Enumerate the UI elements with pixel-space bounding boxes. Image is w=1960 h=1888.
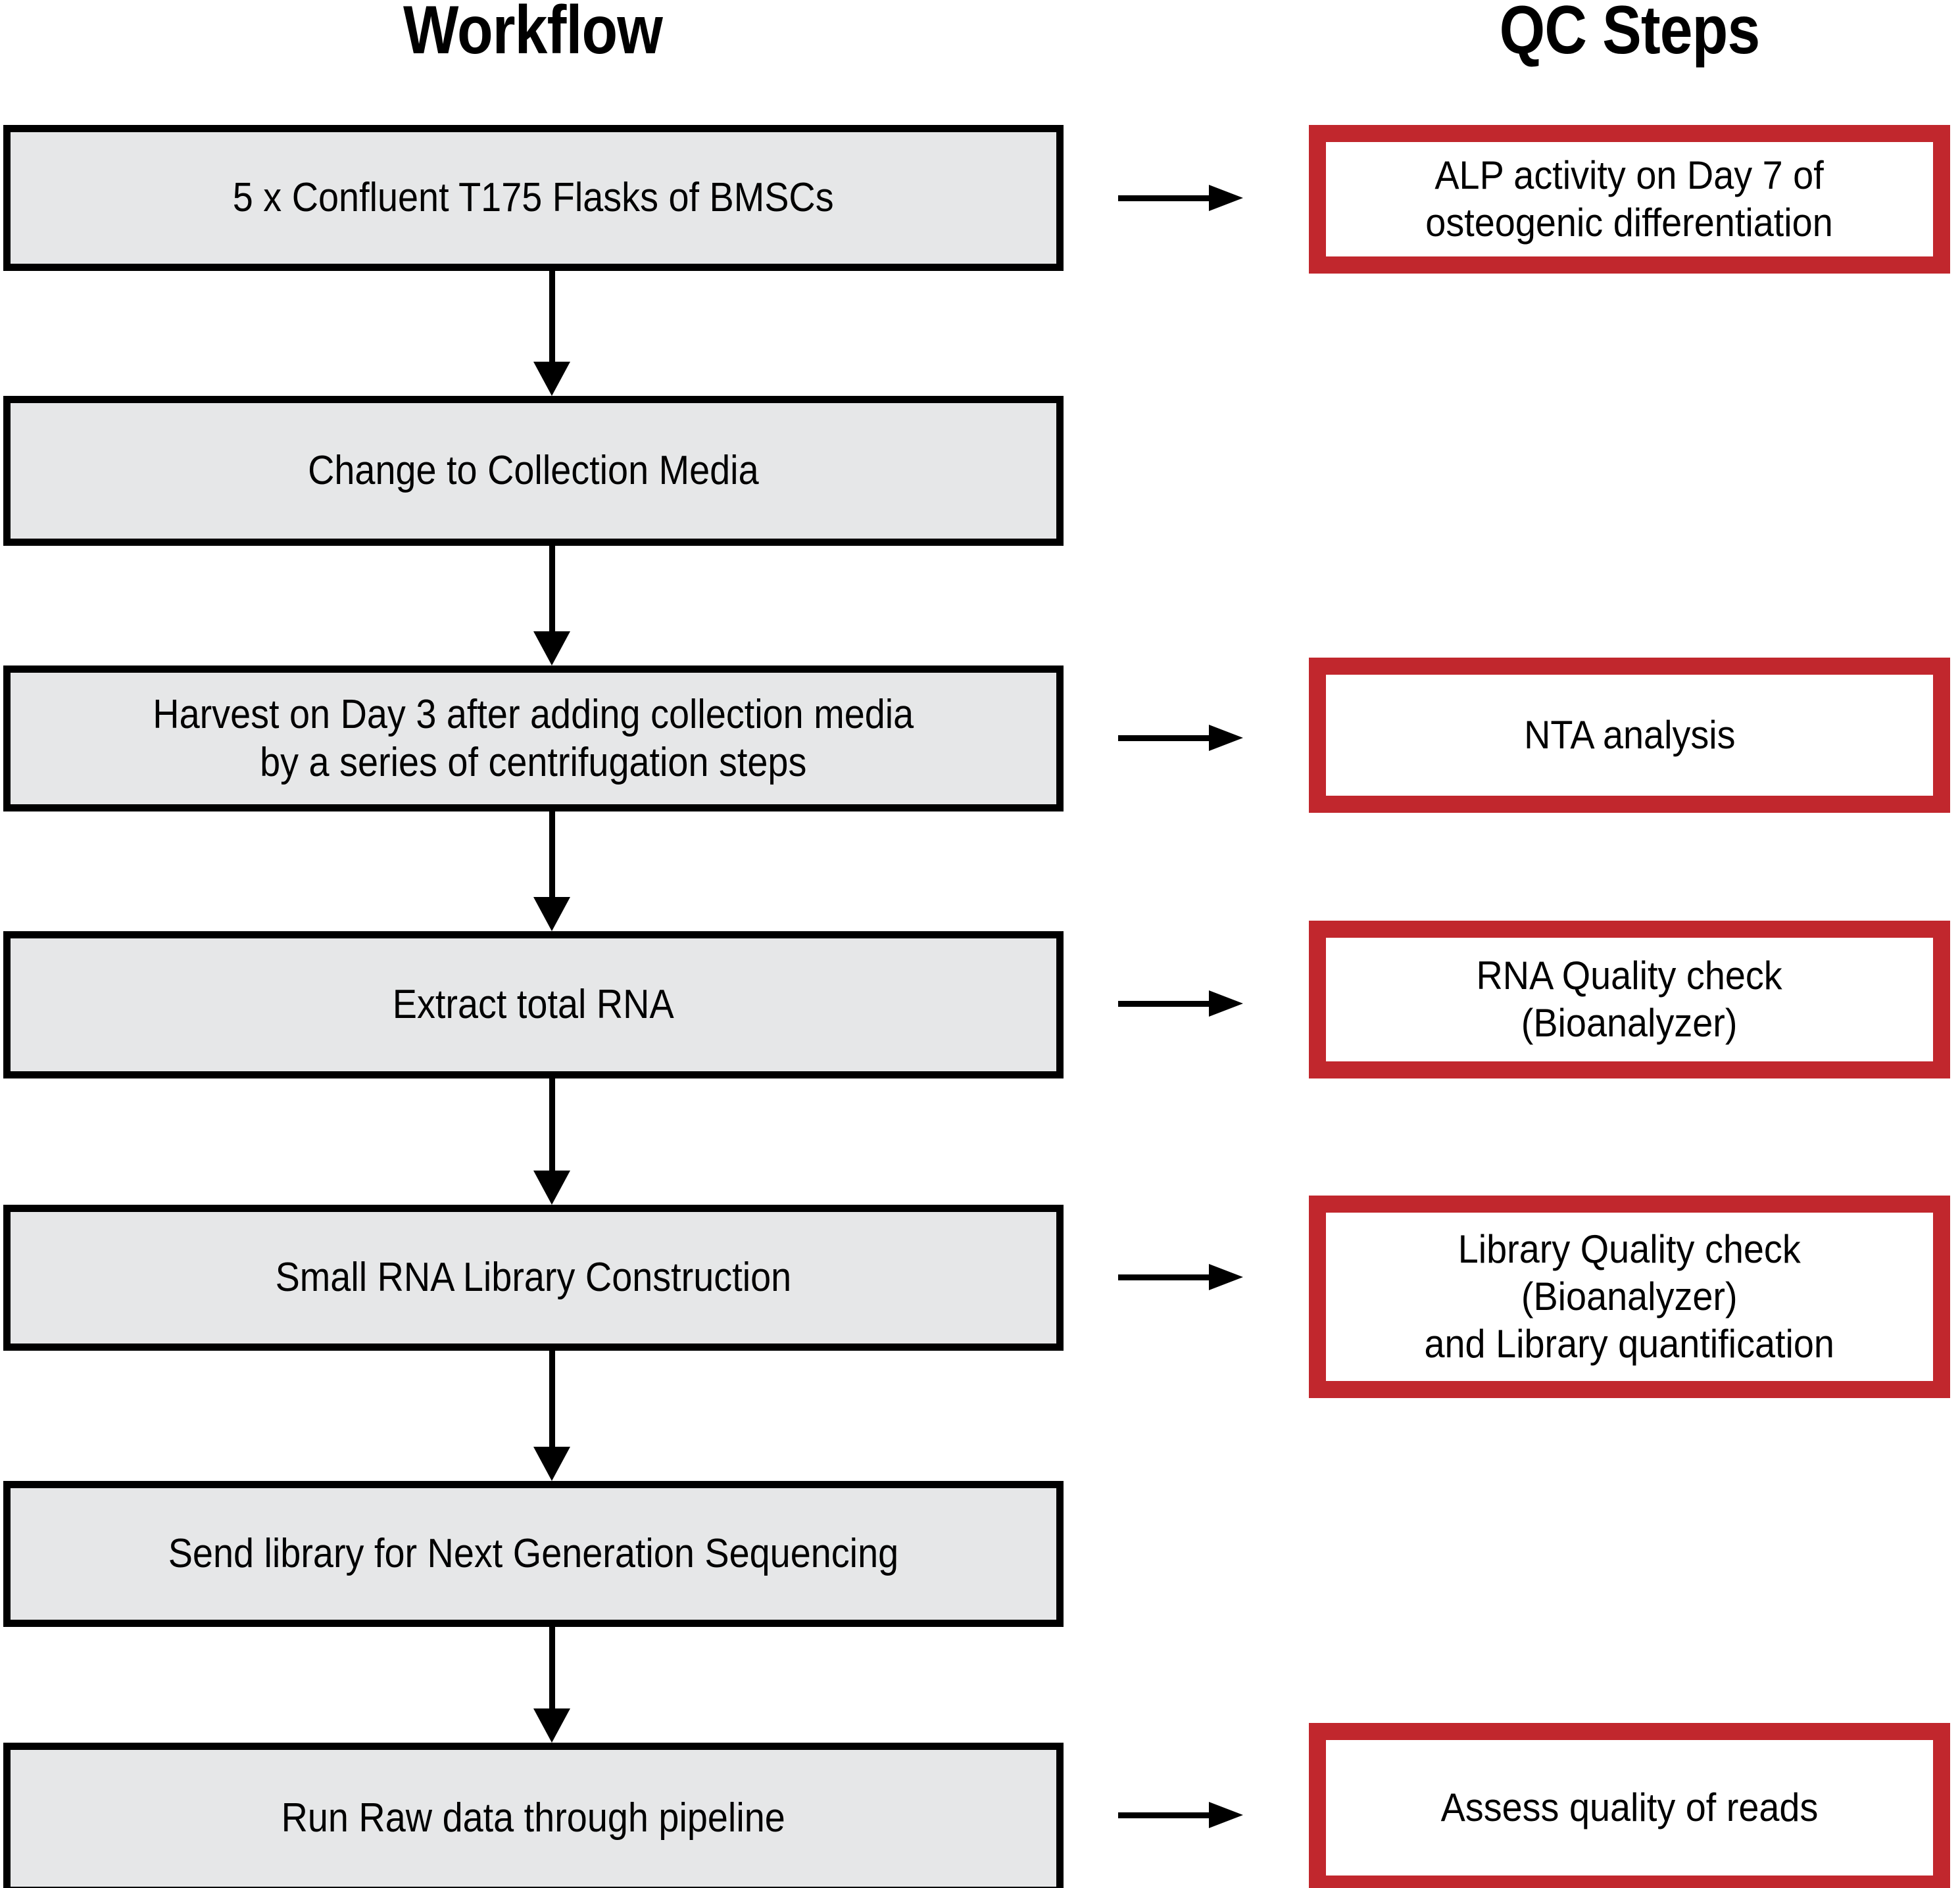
arrow-extract-to-library	[532, 1078, 572, 1205]
arrow-shaft	[549, 1078, 555, 1172]
arrow-head-down-icon	[533, 1447, 570, 1481]
arrow-head-right-icon	[1209, 1264, 1243, 1290]
arrow-library-to-qc-library	[1118, 1264, 1243, 1290]
arrow-head-right-icon	[1209, 990, 1243, 1017]
workflow-step-flasks[interactable]: 5 x Confluent T175 Flasks of BMSCs	[3, 125, 1064, 271]
arrow-send-to-pipeline	[532, 1627, 572, 1743]
arrow-flasks-to-media	[532, 271, 572, 396]
arrow-head-down-icon	[533, 362, 570, 396]
arrow-head-down-icon	[533, 631, 570, 666]
arrow-shaft	[549, 1627, 555, 1710]
arrow-harvest-to-qc-nta	[1118, 725, 1243, 751]
workflow-step-pipeline[interactable]: Run Raw data through pipeline	[3, 1743, 1064, 1888]
qc-step-label: Assess quality of reads	[1440, 1785, 1819, 1829]
arrow-head-down-icon	[533, 897, 570, 931]
arrow-shaft	[1118, 1274, 1210, 1280]
workflow-step-harvest[interactable]: Harvest on Day 3 after adding collection…	[3, 666, 1064, 811]
qc-step-label: Library Quality check (Bioanalyzer) and …	[1424, 1227, 1835, 1366]
arrow-shaft	[549, 1351, 555, 1448]
arrow-flasks-to-qc-alp	[1118, 185, 1243, 211]
arrow-shaft	[549, 271, 555, 363]
workflow-step-label: Extract total RNA	[393, 982, 674, 1028]
arrow-shaft	[549, 811, 555, 898]
workflow-step-media[interactable]: Change to Collection Media	[3, 396, 1064, 546]
arrow-head-down-icon	[533, 1171, 570, 1205]
workflow-step-label: Harvest on Day 3 after adding collection…	[153, 691, 914, 785]
workflow-column-title: Workflow	[403, 0, 663, 68]
qc-column-title: QC Steps	[1499, 0, 1761, 68]
qc-step-label: ALP activity on Day 7 of osteogenic diff…	[1425, 153, 1834, 245]
qc-step-label: RNA Quality check (Bioanalyzer)	[1476, 954, 1783, 1045]
qc-step-alp[interactable]: ALP activity on Day 7 of osteogenic diff…	[1309, 125, 1950, 274]
workflow-step-label: Run Raw data through pipeline	[281, 1795, 786, 1841]
workflow-step-label: Small RNA Library Construction	[275, 1255, 792, 1301]
qc-step-library-quality[interactable]: Library Quality check (Bioanalyzer) and …	[1309, 1196, 1950, 1398]
workflow-step-label: Send library for Next Generation Sequenc…	[168, 1531, 899, 1577]
qc-step-nta[interactable]: NTA analysis	[1309, 658, 1950, 813]
arrow-head-down-icon	[533, 1708, 570, 1743]
workflow-step-extract-rna[interactable]: Extract total RNA	[3, 931, 1064, 1078]
arrow-pipeline-to-qc-reads	[1118, 1802, 1243, 1828]
arrow-head-right-icon	[1209, 185, 1243, 211]
arrow-media-to-harvest	[532, 546, 572, 666]
arrow-shaft	[1118, 735, 1210, 741]
qc-step-rna-quality[interactable]: RNA Quality check (Bioanalyzer)	[1309, 921, 1950, 1078]
arrow-shaft	[549, 546, 555, 633]
arrow-shaft	[1118, 1001, 1210, 1007]
arrow-head-right-icon	[1209, 725, 1243, 751]
qc-step-assess-reads[interactable]: Assess quality of reads	[1309, 1723, 1950, 1888]
workflow-step-label: 5 x Confluent T175 Flasks of BMSCs	[233, 175, 834, 221]
workflow-step-library[interactable]: Small RNA Library Construction	[3, 1205, 1064, 1351]
workflow-step-label: Change to Collection Media	[308, 448, 759, 494]
arrow-library-to-send	[532, 1351, 572, 1481]
arrow-head-right-icon	[1209, 1802, 1243, 1828]
arrow-extract-to-qc-rna	[1118, 990, 1243, 1017]
workflow-step-send-library[interactable]: Send library for Next Generation Sequenc…	[3, 1481, 1064, 1627]
arrow-shaft	[1118, 195, 1210, 201]
arrow-harvest-to-extract	[532, 811, 572, 931]
qc-step-label: NTA analysis	[1523, 713, 1736, 757]
arrow-shaft	[1118, 1812, 1210, 1818]
